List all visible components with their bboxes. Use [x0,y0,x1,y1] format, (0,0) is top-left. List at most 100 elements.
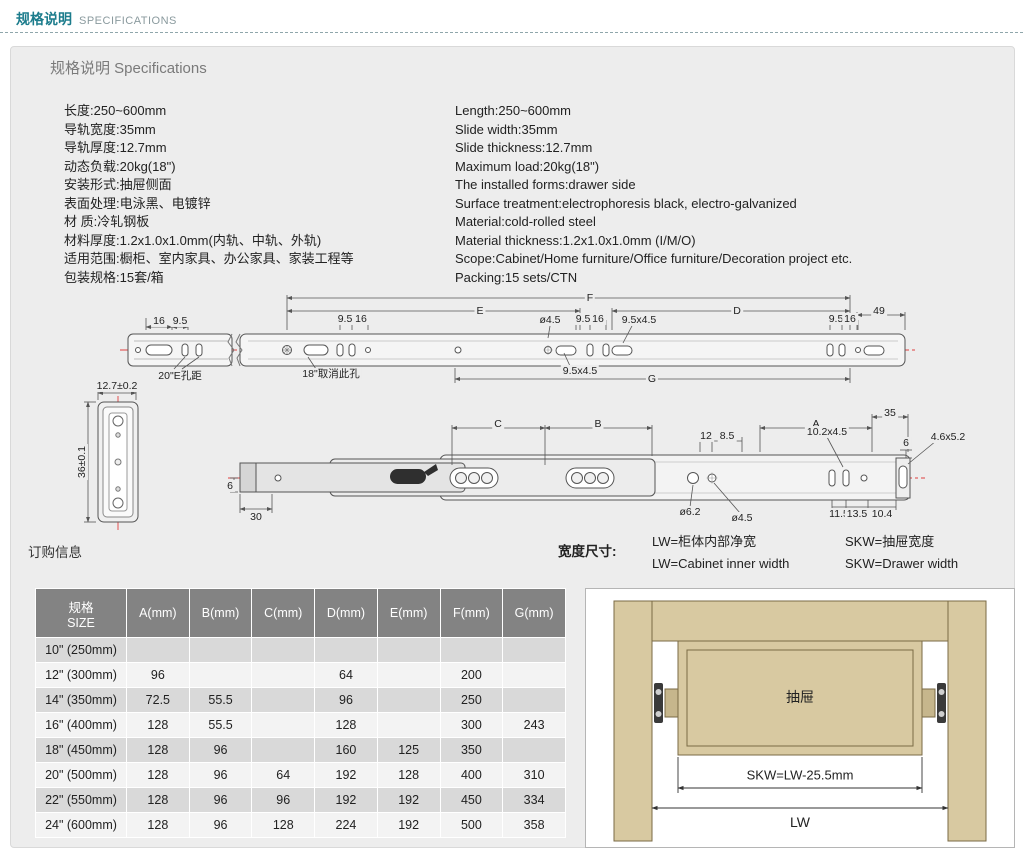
spec-line: Maximum load:20kg(18") [455,158,600,174]
header-divider [0,32,1023,33]
spec-line: Scope:Cabinet/Home furniture/Office furn… [455,251,853,266]
spec-line: 导轨厚度:12.7mm [64,140,167,155]
spec-line: 适用范围:橱柜、室内家具、办公家具、家装工程等 [64,251,354,266]
table-cell [126,637,190,663]
table-header-row: 规格 SIZE A(mm) B(mm) C(mm) D(mm) E(mm) F(… [35,588,566,638]
table-cell [314,637,378,663]
table-cell: 64 [251,762,316,788]
table-cell [502,637,566,663]
spec-line: Material:cold-rolled steel [455,214,596,229]
order-info-label: 订购信息 [28,545,82,560]
table-cell: 128 [251,812,316,838]
table-cell: 128 [126,812,190,838]
row-size-label: 18" (450mm) [35,737,127,763]
table-cell [251,712,316,738]
table-cell: 72.5 [126,687,190,713]
width-info-lw-en: LW=Cabinet inner width [652,556,790,571]
table-cell [376,712,441,738]
table-cell: 128 [126,737,190,763]
table-cell: 96 [188,787,253,813]
column-header-e: E(mm) [376,588,441,638]
table-cell [188,662,253,688]
table-cell: 55.5 [188,687,253,713]
spec-line: Length:250~600mm [455,103,572,118]
row-size-label: 22" (550mm) [35,787,127,813]
table-cell: 128 [126,787,190,813]
slide-hardware-right [921,683,946,723]
spec-line: Slide width:35mm [455,121,558,137]
spec-line: Surface treatment:electrophoresis black,… [455,195,797,211]
size-column-header: 规格 SIZE [35,588,127,638]
specs-chinese: 长度:250~600mm 导轨宽度:35mm 导轨厚度:12.7mm 动态负载:20k… [64,102,354,287]
column-header-a: A(mm) [126,588,190,638]
table-cell: 400 [439,762,504,788]
table-cell [376,637,441,663]
width-info-skw-zh: SKW=抽屉宽度 [845,534,935,549]
table-cell: 334 [502,787,566,813]
column-header-c: C(mm) [251,588,316,638]
table-cell: 243 [502,712,566,738]
table-cell [251,662,316,688]
column-header-f: F(mm) [439,588,504,638]
table-cell: 55.5 [188,712,253,738]
spec-line: The installed forms:drawer side [455,177,636,192]
page-title-zh: 规格说明 [16,11,72,27]
table-cell: 450 [439,787,504,813]
spec-line: 安装形式:抽屉侧面 [64,177,172,192]
table-cell: 128 [126,762,190,788]
table-cell: 96 [314,687,378,713]
table-cell: 358 [502,812,566,838]
table-cell [251,687,316,713]
row-size-label: 16" (400mm) [35,712,127,738]
lw-dimension-label: LW [790,814,810,830]
column-header-g: G(mm) [502,588,566,638]
table-cell [502,662,566,688]
page-header: 规格说明 SPECIFICATIONS [16,9,177,29]
table-row: 10" (250mm) [35,637,566,663]
spec-line: Packing:15 sets/CTN [455,269,578,285]
table-cell: 192 [376,812,441,838]
table-cell: 128 [376,762,441,788]
table-cell: 96 [188,762,253,788]
table-cell: 64 [314,662,378,688]
row-size-label: 12" (300mm) [35,662,127,688]
spec-line: 材 质:冷轧钢板 [64,214,150,229]
panel-title: 规格说明 Specifications [50,60,207,77]
table-cell: 192 [314,762,378,788]
spec-line: 长度:250~600mm [64,103,167,118]
spec-line: 表面处理:电泳黑、电镀锌 [64,195,211,211]
row-size-label: 10" (250mm) [35,637,127,663]
size-header-en: SIZE [67,615,95,630]
table-cell: 96 [126,662,190,688]
spec-line: 导轨宽度:35mm [64,121,156,137]
table-cell [376,662,441,688]
spec-line: 动态负载:20kg(18") [64,158,176,174]
drawer-box [677,640,923,756]
table-cell: 96 [188,737,253,763]
spec-line: Material thickness:1.2x1.0x1.0mm (I/M/O) [455,232,696,248]
width-info-title: 宽度尺寸: [558,544,617,559]
page-title-en: SPECIFICATIONS [79,15,177,27]
table-cell: 125 [376,737,441,763]
column-header-d: D(mm) [314,588,378,638]
spec-table: 规格 SIZE A(mm) B(mm) C(mm) D(mm) E(mm) F(… [35,588,566,838]
table-cell [251,737,316,763]
cabinet-dimension-lines [651,757,949,811]
table-cell: 96 [251,787,316,813]
skw-dimension-label: SKW=LW-25.5mm [746,767,854,783]
table-cell [439,637,504,663]
table-cell [502,737,566,763]
table-cell [502,687,566,713]
spec-line: Slide thickness:12.7mm [455,140,593,155]
width-info-skw-en: SKW=Drawer width [845,556,959,571]
table-cell [251,637,316,663]
column-header-b: B(mm) [188,588,253,638]
cabinet-diagram-drawing [613,600,987,842]
table-cell: 96 [188,812,253,838]
